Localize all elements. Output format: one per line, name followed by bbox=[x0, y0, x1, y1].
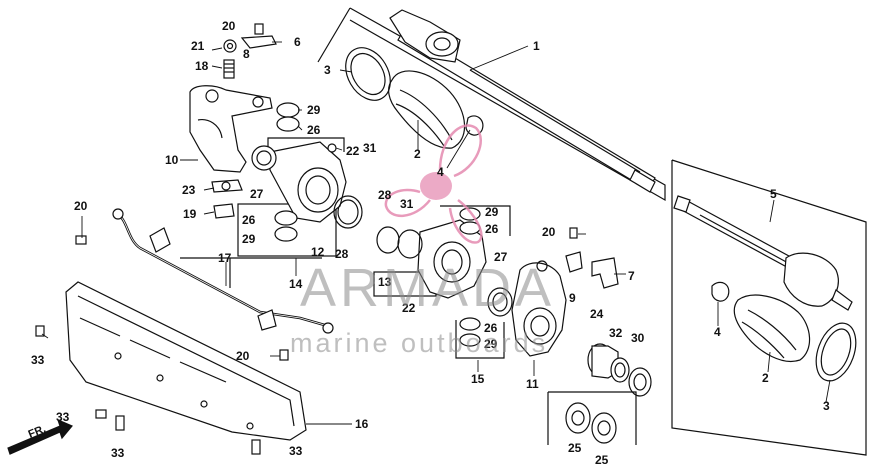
bolts bbox=[35, 235, 289, 455]
callout-28a: 28 bbox=[335, 247, 349, 261]
drive-shaft-left-assembly bbox=[317, 7, 666, 202]
callout-20b: 20 bbox=[74, 199, 88, 213]
watermark-logo-mark bbox=[384, 124, 483, 244]
callout-21: 21 bbox=[191, 39, 205, 53]
knuckle-11 bbox=[511, 227, 619, 357]
callout-27a: 27 bbox=[250, 187, 264, 201]
callout-31b: 31 bbox=[400, 197, 414, 211]
callout-3: 3 bbox=[324, 63, 331, 77]
callout-20a: 20 bbox=[222, 19, 236, 33]
hub-bearings bbox=[547, 343, 652, 445]
knuckle-group-lower bbox=[373, 205, 513, 359]
callout-33a: 33 bbox=[31, 353, 45, 367]
knuckle-group-upper bbox=[237, 102, 363, 257]
callout-29b: 29 bbox=[242, 232, 256, 246]
callout-3b: 3 bbox=[823, 399, 830, 413]
callout-13: 13 bbox=[378, 275, 392, 289]
callout-10: 10 bbox=[165, 153, 179, 167]
callout-29a: 29 bbox=[307, 103, 321, 117]
callout-28b: 28 bbox=[378, 188, 392, 202]
callout-5: 5 bbox=[770, 187, 777, 201]
callout-2: 2 bbox=[414, 147, 421, 161]
callout-8: 8 bbox=[243, 47, 250, 61]
callout-33d: 33 bbox=[289, 444, 303, 458]
callout-31a: 31 bbox=[363, 141, 377, 155]
callout-32: 32 bbox=[609, 326, 623, 340]
callout-26c: 26 bbox=[485, 222, 499, 236]
callout-20d: 20 bbox=[542, 225, 556, 239]
callout-16: 16 bbox=[355, 417, 369, 431]
stabilizer-bar bbox=[112, 208, 334, 334]
callout-9: 9 bbox=[569, 291, 576, 305]
callout-6: 6 bbox=[294, 35, 301, 49]
callout-22b: 22 bbox=[402, 301, 416, 315]
front-direction-arrow bbox=[7, 418, 73, 455]
upper-arm-left bbox=[189, 23, 277, 219]
callout-24: 24 bbox=[590, 307, 604, 321]
callout-25a: 25 bbox=[568, 441, 582, 455]
callout-26b: 26 bbox=[242, 213, 256, 227]
callout-7: 7 bbox=[628, 269, 635, 283]
callout-1: 1 bbox=[533, 39, 540, 53]
leader-lines bbox=[41, 41, 831, 425]
callout-14: 14 bbox=[289, 277, 303, 291]
callout-30: 30 bbox=[631, 331, 645, 345]
callout-labels: 1 2 3 4 5 2 3 4 6 7 8 9 10 11 12 13 14 1… bbox=[27, 19, 830, 467]
callout-4: 4 bbox=[437, 165, 444, 179]
callout-27b: 27 bbox=[494, 250, 508, 264]
callout-25b: 25 bbox=[595, 453, 609, 467]
watermark-brand: ARMADA bbox=[300, 258, 555, 318]
callout-23: 23 bbox=[182, 183, 196, 197]
drive-shaft-right-assembly bbox=[671, 159, 867, 456]
callout-2b: 2 bbox=[762, 371, 769, 385]
callout-11: 11 bbox=[526, 377, 539, 391]
callout-33b: 33 bbox=[56, 410, 70, 424]
callout-19: 19 bbox=[183, 207, 197, 221]
callout-17: 17 bbox=[218, 251, 232, 265]
callout-4b: 4 bbox=[714, 325, 721, 339]
callout-29d: 29 bbox=[484, 337, 498, 351]
callout-33c: 33 bbox=[111, 446, 125, 460]
callout-22a: 22 bbox=[346, 144, 360, 158]
callout-26a: 26 bbox=[307, 123, 321, 137]
skid-plate bbox=[65, 281, 307, 441]
watermark-tagline: marine outboards bbox=[290, 328, 548, 358]
callout-15: 15 bbox=[471, 372, 485, 386]
callout-12: 12 bbox=[311, 245, 325, 259]
callout-18: 18 bbox=[195, 59, 209, 73]
callout-20c: 20 bbox=[236, 349, 250, 363]
callout-26d: 26 bbox=[484, 321, 498, 335]
callout-29c: 29 bbox=[485, 205, 499, 219]
